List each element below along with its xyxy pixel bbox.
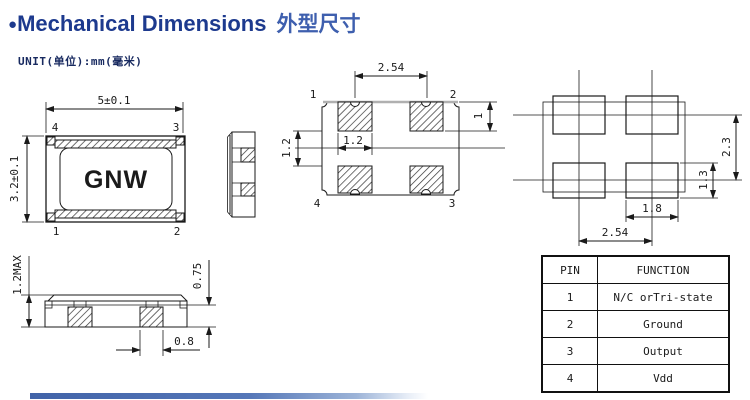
- function-cell: N/C orTri-state: [597, 283, 730, 311]
- dim-max-height-label: 1.2MAX: [11, 255, 24, 295]
- land-pattern-outline: [513, 70, 742, 246]
- footer-divider-bar: [30, 393, 428, 399]
- top-view-pin-numbers: 4 3 1 2: [52, 121, 181, 238]
- table-header-row: PIN FUNCTION: [541, 255, 730, 284]
- top-view-dimensions: 5±0.1 3.2±0.1: [8, 94, 184, 223]
- page-title-en: Mechanical Dimensions: [17, 11, 267, 36]
- function-cell: Output: [597, 337, 730, 365]
- function-cell: Vdd: [597, 364, 730, 393]
- pin-number: 3: [449, 197, 456, 210]
- page-title: ●Mechanical Dimensions 外型尺寸: [8, 8, 360, 38]
- land-pattern-dimensions: 2.3 1.3 1.8 2.54: [578, 114, 739, 244]
- dim-height-label: 3.2±0.1: [8, 156, 21, 202]
- pin-function-table: PIN FUNCTION 1 N/C orTri-state 2 Ground …: [541, 255, 730, 393]
- side-view-package: [227, 131, 256, 218]
- part-marking: GNW: [84, 166, 148, 194]
- top-view-package: GNW: [45, 135, 186, 223]
- function-header: FUNCTION: [597, 255, 730, 284]
- pin-number: 2: [450, 88, 457, 101]
- table-row: 4 Vdd: [541, 364, 730, 393]
- bottom-view-drawing: 2.54 1 1.2 1.2 1 2 4 3: [280, 61, 505, 210]
- pin-header: PIN: [541, 255, 598, 284]
- dim-pitch-label: 2.54: [378, 61, 405, 74]
- dim-col-pitch-label: 2.54: [602, 226, 629, 239]
- side-view-drawing: [227, 131, 256, 218]
- bottom-view-package: [321, 100, 460, 196]
- pin-cell: 4: [541, 364, 598, 393]
- dim-pad-height-label: 1.3: [697, 170, 710, 190]
- bullet-icon: ●: [8, 16, 18, 33]
- unit-note: UNIT(单位):mm(毫米): [18, 55, 143, 68]
- land-pattern-drawing: 2.3 1.3 1.8 2.54: [513, 70, 742, 246]
- function-cell: Ground: [597, 310, 730, 338]
- pin-cell: 1: [541, 283, 598, 311]
- table-row: 2 Ground: [541, 310, 730, 338]
- dim-pad-gap-label: 1.2: [280, 138, 293, 158]
- pin-number: 2: [174, 225, 181, 238]
- bottom-view-dimensions: 2.54 1 1.2 1.2: [280, 61, 505, 167]
- dim-width-label: 5±0.1: [97, 94, 130, 107]
- profile-package: [44, 294, 188, 328]
- bottom-view-pin-numbers: 1 2 4 3: [310, 88, 457, 210]
- pin-number: 3: [173, 121, 180, 134]
- dim-pad-width-label: 1.8: [642, 202, 662, 215]
- dim-pad-height-label: 1: [472, 113, 485, 120]
- profile-view-drawing: 1.2MAX 0.75 0.8: [11, 255, 216, 356]
- pin-number: 1: [53, 225, 60, 238]
- dim-row-pitch-label: 2.3: [720, 137, 733, 157]
- pin-number: 4: [52, 121, 59, 134]
- pin-number: 1: [310, 88, 317, 101]
- table-row: 1 N/C orTri-state: [541, 283, 730, 311]
- dim-pad-width-label: 1.2: [343, 134, 363, 147]
- pin-cell: 2: [541, 310, 598, 338]
- top-view-drawing: 5±0.1 3.2±0.1 GNW 4 3 1 2: [8, 94, 186, 238]
- profile-dimensions: 1.2MAX 0.75 0.8: [11, 255, 216, 356]
- dim-pad-width-label: 0.8: [174, 335, 194, 348]
- pin-number: 4: [314, 197, 321, 210]
- table-row: 3 Output: [541, 337, 730, 365]
- page-title-zh: 外型尺寸: [276, 11, 361, 36]
- dim-base-height-label: 0.75: [191, 263, 204, 290]
- pin-cell: 3: [541, 337, 598, 365]
